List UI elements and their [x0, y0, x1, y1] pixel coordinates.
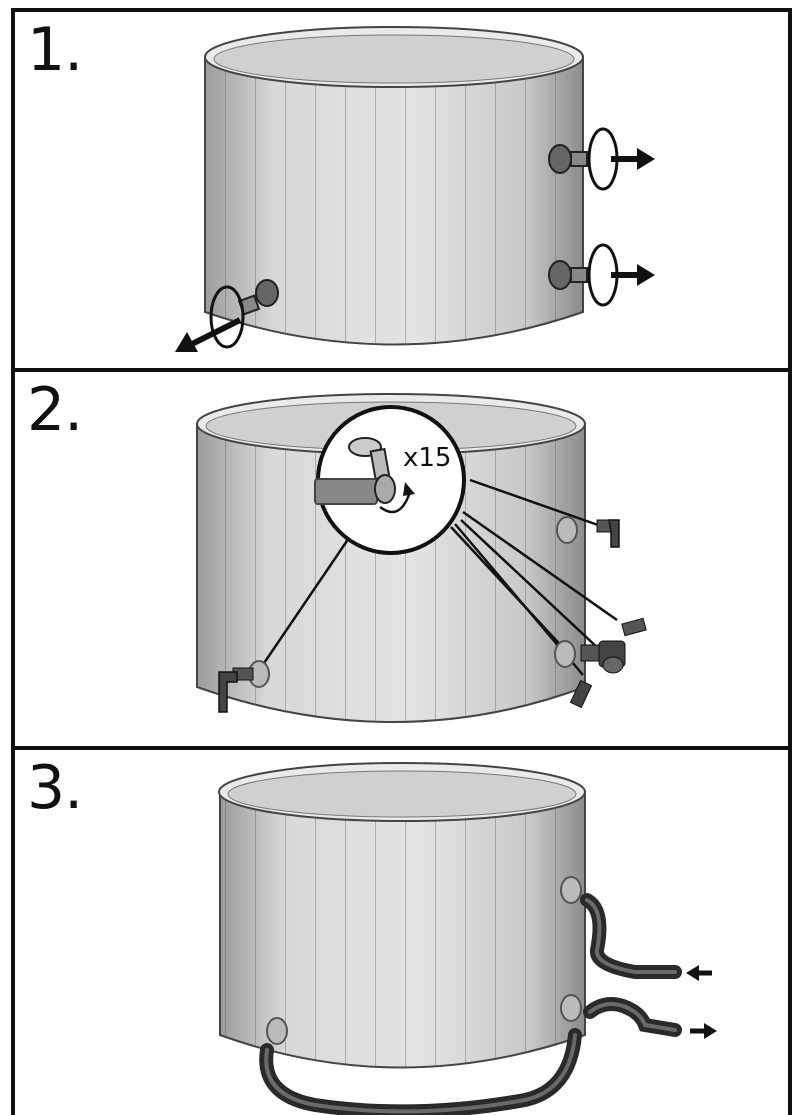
step-2-illustration: x15	[196, 393, 647, 723]
fitting-lower-left	[218, 660, 270, 713]
step-2-number: 2.	[27, 375, 83, 445]
step-3-panel: 3.	[11, 746, 792, 1115]
quantity-label: x15	[403, 443, 451, 473]
step-1-illustration	[175, 26, 655, 352]
drain-cap-upper-right	[548, 144, 588, 174]
fitting-lower-right	[569, 679, 593, 709]
zoom-detail: x15	[314, 405, 466, 555]
pull-arrow-icon	[611, 264, 655, 286]
step-1-number: 1.	[27, 15, 83, 85]
fitting-tee-right	[554, 640, 626, 674]
drain-cap-lower-right	[548, 260, 588, 290]
arrow-out-icon	[690, 1023, 717, 1039]
connecting-hose	[259, 1017, 582, 1115]
step-3-number: 3.	[27, 753, 83, 823]
step-2-panel: 2. x15	[11, 368, 792, 750]
outlet-hose	[560, 994, 682, 1037]
step-1-panel: 1.	[11, 8, 792, 372]
pull-arrow-icon	[175, 317, 242, 352]
arrow-in-icon	[686, 965, 712, 981]
drain-cap-lower-left	[237, 279, 279, 316]
pull-arrow-icon	[611, 148, 655, 170]
rotate-arrow-icon	[209, 285, 245, 349]
step-3-illustration	[218, 762, 717, 1115]
hot-tub-body	[196, 393, 586, 723]
inlet-hose	[560, 876, 682, 979]
hot-tub-body	[204, 26, 584, 346]
hot-tub-body	[218, 762, 586, 1069]
fitting-upper-right	[556, 516, 620, 548]
fitting-small-right	[621, 617, 647, 637]
